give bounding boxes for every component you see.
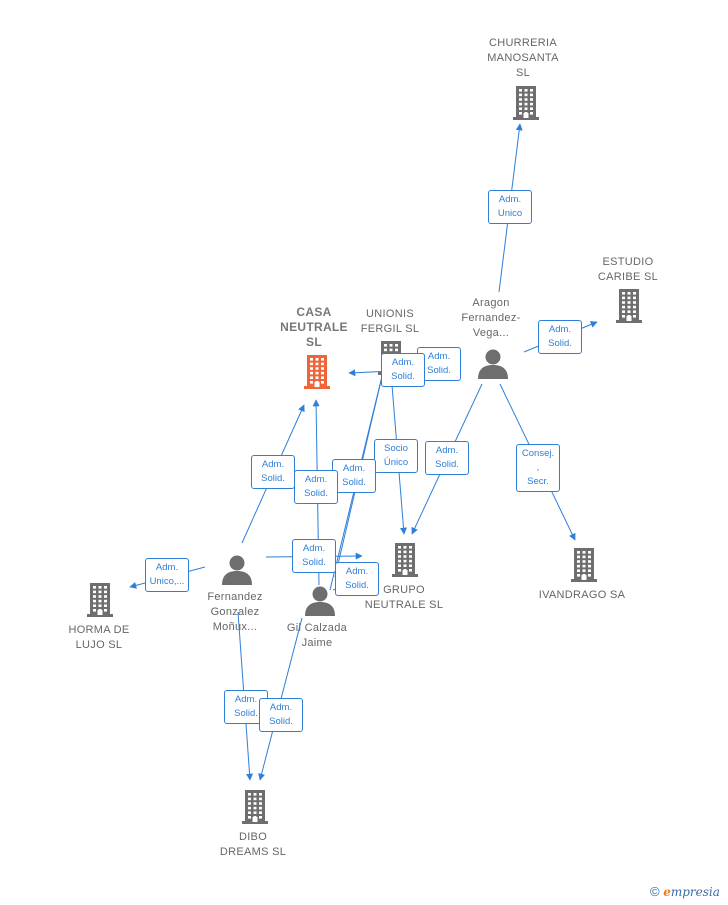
person-icon[interactable] [221, 555, 253, 590]
building-icon[interactable] [242, 790, 268, 829]
node-label-churreria[interactable]: CHURRERIA MANOSANTA SL [487, 37, 559, 79]
relation-badge[interactable]: Adm. Solid. [332, 459, 376, 493]
building-icon[interactable] [513, 86, 539, 125]
relation-badge[interactable]: Socio Único [374, 439, 418, 473]
person-icon[interactable] [304, 586, 336, 621]
node-label-dibo[interactable]: DIBO DREAMS SL [219, 831, 287, 858]
relation-badge[interactable]: Consej. , Secr. [516, 444, 560, 492]
relation-badge[interactable]: Adm. Solid. [538, 320, 582, 354]
building-icon[interactable] [87, 583, 113, 622]
node-label-unionis[interactable]: UNIONIS FERGIL SL [360, 308, 420, 335]
node-label-horma[interactable]: HORMA DE LUJO SL [68, 624, 130, 651]
building-icon[interactable] [392, 543, 418, 582]
node-label-estudio[interactable]: ESTUDIO CARIBE SL [597, 256, 659, 283]
footer-brand: © empresia [650, 884, 720, 899]
relation-badge[interactable]: Adm. Solid. [294, 470, 338, 504]
relation-badge[interactable]: Adm. Solid. [251, 455, 295, 489]
node-label-casa[interactable]: CASA NEUTRALE SL [280, 305, 348, 349]
building-icon[interactable] [616, 289, 642, 328]
node-label-ivandrago[interactable]: IVANDRAGO SA [538, 589, 626, 601]
person-icon[interactable] [477, 349, 509, 384]
relation-badge[interactable]: Adm. Solid. [381, 353, 425, 387]
relation-badge[interactable]: Adm. Solid. [425, 441, 469, 475]
relation-badge[interactable]: Adm. Solid. [335, 562, 379, 596]
brand-logo: empresia [663, 885, 720, 899]
copyright-symbol: © [650, 884, 660, 899]
relation-badge[interactable]: Adm. Unico,... [145, 558, 189, 592]
relation-badge[interactable]: Adm. Unico [488, 190, 532, 224]
node-label-aragon[interactable]: Aragon Fernandez- Vega... [461, 297, 521, 339]
node-label-grupo[interactable]: GRUPO NEUTRALE SL [364, 584, 444, 611]
building-icon[interactable] [571, 548, 597, 587]
node-label-fernandez[interactable]: Fernandez Gonzalez Moñux... [207, 591, 263, 633]
relation-badge[interactable]: Adm. Solid. [292, 539, 336, 573]
building-icon[interactable] [304, 355, 330, 394]
relation-badge[interactable]: Adm. Solid. [259, 698, 303, 732]
node-label-gil[interactable]: Gil Calzada Jaime [286, 622, 348, 649]
